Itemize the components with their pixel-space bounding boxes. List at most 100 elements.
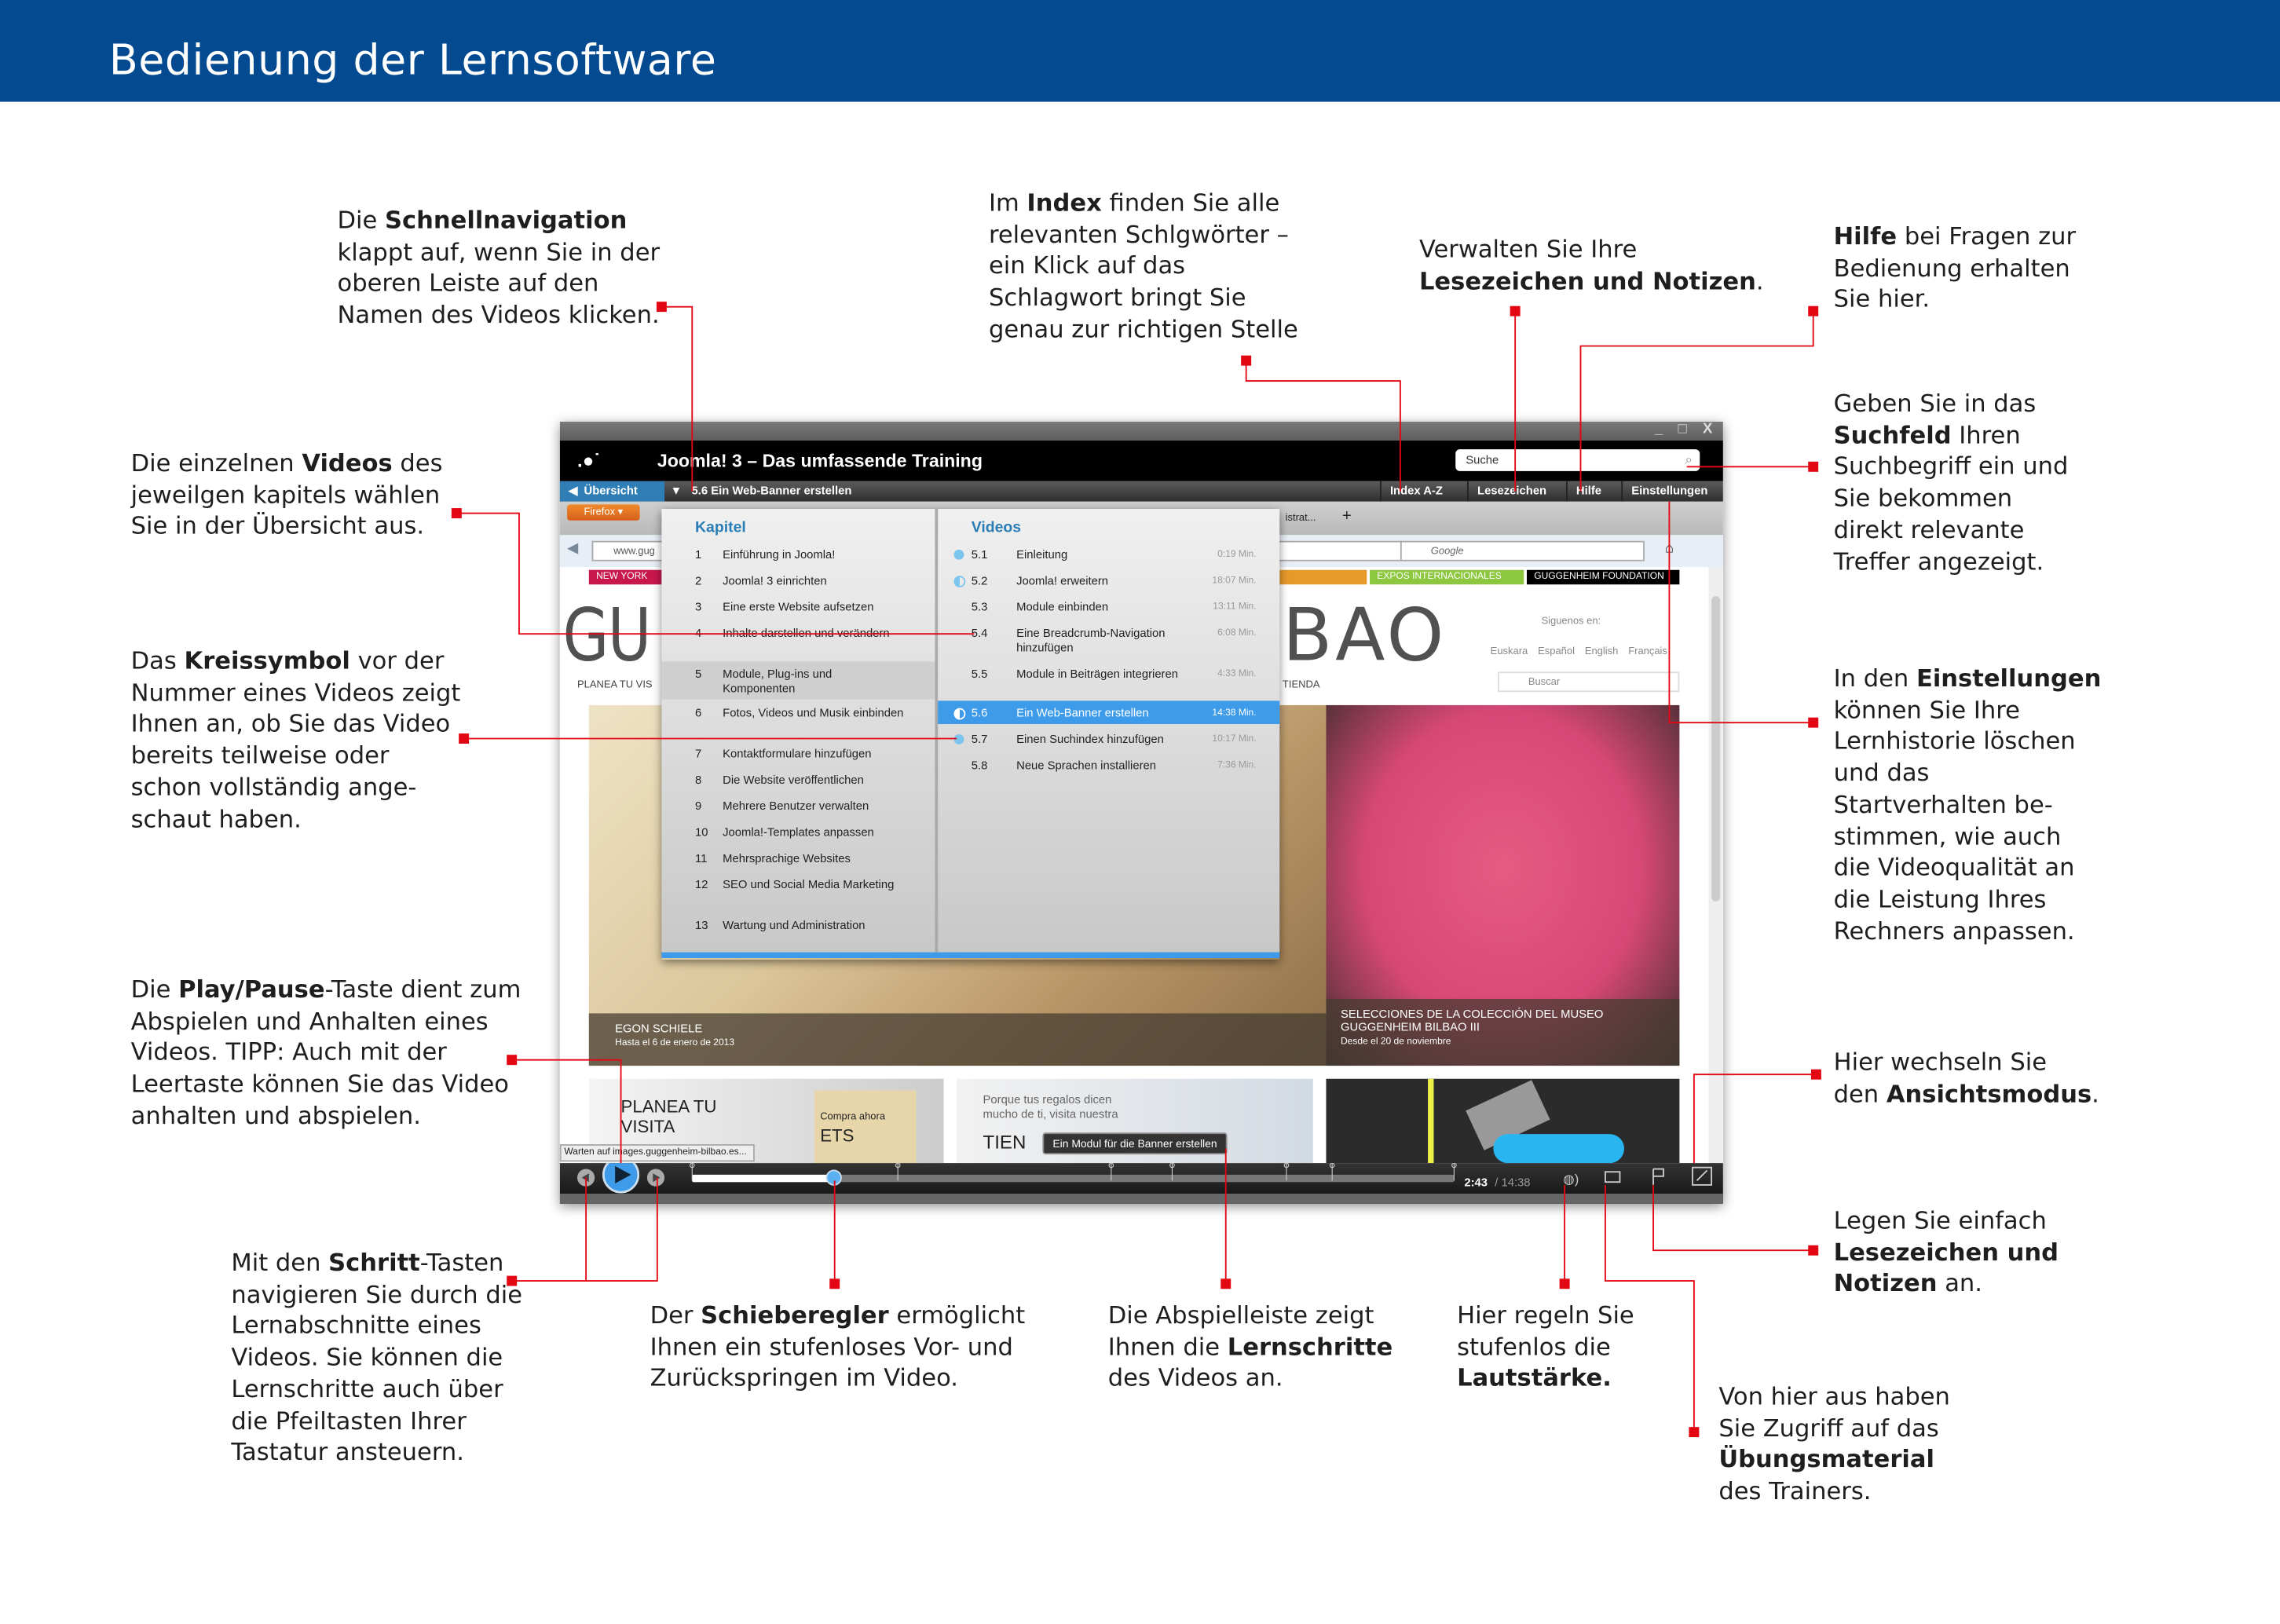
browser-tab[interactable]: istrat... xyxy=(1285,513,1316,524)
search-icon[interactable]: ⌕ xyxy=(1685,452,1693,467)
lang-english[interactable]: English xyxy=(1584,646,1619,657)
exercise-files-icon[interactable] xyxy=(1605,1171,1621,1183)
close-button[interactable]: X xyxy=(1702,421,1713,438)
lang-espanol[interactable]: Español xyxy=(1538,646,1575,657)
thumb-shop[interactable]: Porque tus regalos dicen mucho de ti, vi… xyxy=(957,1078,1313,1164)
chapter-marker-dot[interactable] xyxy=(1169,1162,1175,1169)
annotation-text: klappt auf, wenn Sie in der xyxy=(337,238,661,266)
band-foundation[interactable]: GUGGENHEIM FOUNDATION xyxy=(1526,569,1680,585)
exhibit-image-2[interactable]: SELECCIONES DE LA COLECCIÓN DEL MUSEO GU… xyxy=(1326,704,1680,1066)
lang-euskara[interactable]: Euskara xyxy=(1490,646,1528,657)
annotation-text: Tastatur ansteuern. xyxy=(231,1438,464,1466)
annotation-text: Ihren xyxy=(1951,421,2021,449)
annotation-keyword: Notizen xyxy=(1833,1270,1938,1298)
annotation-keyword: Ansichtsmodus xyxy=(1886,1080,2092,1108)
chapter-marker-dot[interactable] xyxy=(689,1162,695,1169)
bookmarks-button[interactable]: Lesezeichen xyxy=(1467,481,1555,502)
firefox-menu-button[interactable]: Firefox ▾ xyxy=(567,504,640,521)
chapter-marker-dot[interactable] xyxy=(895,1162,901,1169)
view-mode-icon[interactable] xyxy=(1692,1166,1713,1186)
chapter-title: Wartung und Administration xyxy=(723,919,866,932)
annotation-text: ermöglicht xyxy=(888,1301,1026,1330)
annotation-text: Hier regeln Sie xyxy=(1457,1301,1634,1330)
chapter-marker-dot[interactable] xyxy=(1108,1162,1114,1169)
annotation-line: Legen Sie einfach xyxy=(1834,1205,2059,1237)
back-icon[interactable]: ◀ xyxy=(567,540,579,558)
search-placeholder: Suche xyxy=(1466,453,1499,467)
help-button[interactable]: Hilfe xyxy=(1565,481,1610,502)
annotation-line: schon vollständig ange- xyxy=(131,772,461,803)
volume-icon[interactable]: ◍) xyxy=(1563,1172,1579,1187)
callout-marker xyxy=(1808,305,1819,316)
annotation-line: Die Play/Pause-Taste dient zum xyxy=(131,974,522,1005)
new-tab-icon[interactable]: + xyxy=(1341,507,1352,525)
software-window: _ □ X .●˙ Joomla! 3 – Das umfassende Tra… xyxy=(559,421,1723,1204)
page-scrollbar[interactable] xyxy=(1708,567,1723,1164)
band-new-york[interactable]: NEW YORK xyxy=(588,569,662,585)
annotation-line: Hier wechseln Sie xyxy=(1834,1047,2099,1078)
home-icon[interactable]: ⌂ xyxy=(1664,540,1674,558)
maximize-button[interactable]: □ xyxy=(1678,421,1687,438)
chapter-marker-dot[interactable] xyxy=(1329,1162,1335,1169)
settings-button[interactable]: Einstellungen xyxy=(1621,481,1716,502)
annotation-text: Abspielen und Anhalten eines xyxy=(130,1007,489,1035)
current-video-label: 5.6 Ein Web-Banner erstellen xyxy=(691,484,852,498)
chapter-marker-dot[interactable] xyxy=(1451,1162,1457,1169)
site-menu-right[interactable]: TIENDA xyxy=(1282,680,1320,691)
timeline-track[interactable] xyxy=(692,1174,1455,1183)
thumb-tickets-text: ETS xyxy=(820,1125,855,1146)
bookmark-flag-icon[interactable] xyxy=(1652,1168,1664,1185)
annotation-keyword: Lesezeichen und Notizen xyxy=(1418,267,1756,295)
site-search-input[interactable]: Buscar xyxy=(1497,671,1680,693)
annotation-text: Legen Sie einfach xyxy=(1833,1206,2047,1234)
watched-full-icon xyxy=(953,549,964,560)
browser-status: Warten auf images.guggenheim-bilbao.es..… xyxy=(559,1144,754,1162)
chapter-number: 6 xyxy=(694,706,702,720)
annotation-text: ein Klick auf das xyxy=(988,252,1186,280)
search-input[interactable]: Suche ⌕ xyxy=(1455,449,1700,471)
google-search-input[interactable]: Google xyxy=(1400,540,1645,561)
annotation-text: des Trainers. xyxy=(1718,1477,1872,1505)
timeline-slider-handle[interactable] xyxy=(825,1169,842,1186)
index-button[interactable]: Index A-Z xyxy=(1379,481,1451,502)
quick-nav-toggle[interactable]: ▼ 5.6 Ein Web-Banner erstellen xyxy=(670,484,852,498)
lang-francais[interactable]: Français xyxy=(1628,646,1667,657)
band-expos[interactable]: EXPOS INTERNACIONALES xyxy=(1370,569,1524,585)
site-menu-left[interactable]: PLANEA TU VIS xyxy=(577,680,653,691)
annotation-keyword: Hilfe xyxy=(1833,222,1898,251)
video-title: Joomla! erweitern xyxy=(1016,574,1109,587)
overview-button[interactable]: ◀ Übersicht xyxy=(559,481,665,502)
thumb-art[interactable] xyxy=(1326,1078,1680,1164)
annotation-line: Notizen an. xyxy=(1834,1268,2059,1300)
minimize-button[interactable]: _ xyxy=(1654,421,1663,438)
video-number: 5.4 xyxy=(971,626,988,640)
annotation-line: genau zur richtigen Stelle xyxy=(989,314,1298,346)
language-links[interactable]: Euskara Español English Français xyxy=(1491,647,1667,657)
watched-full-icon xyxy=(953,733,964,744)
video-number: 5.2 xyxy=(971,574,988,587)
chapter-marker-dot[interactable] xyxy=(1283,1162,1290,1169)
